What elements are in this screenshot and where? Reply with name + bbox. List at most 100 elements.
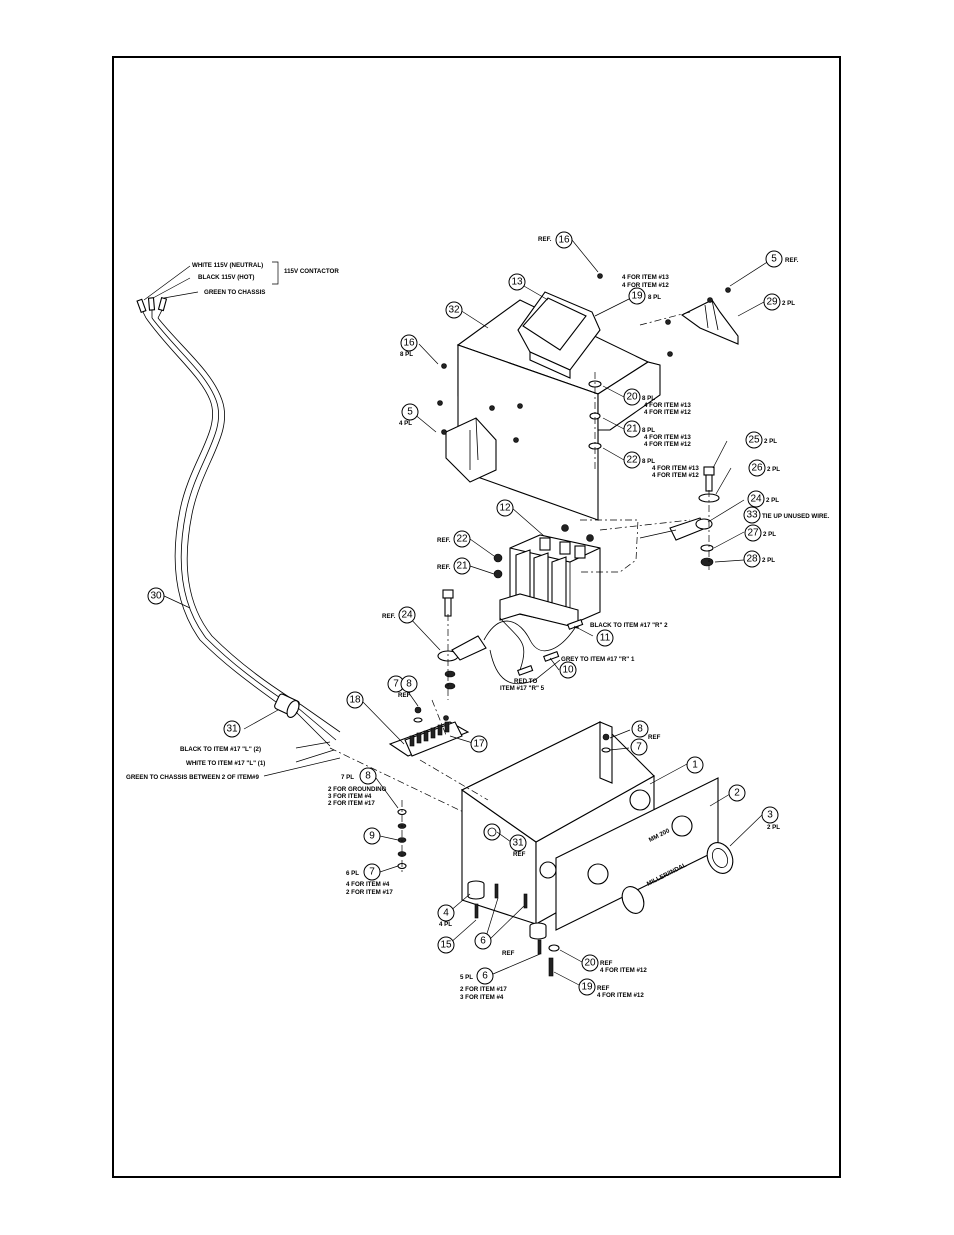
- ref-20-label: REF: [600, 960, 613, 967]
- pl-4-label: 4 PL: [439, 921, 452, 928]
- pl-20-label: 8 PL: [642, 395, 655, 402]
- ref-7-8-label: REF: [398, 692, 411, 699]
- pl-27-label: 2 PL: [763, 531, 776, 538]
- svg-text:16: 16: [558, 235, 570, 246]
- svg-text:28: 28: [746, 554, 758, 565]
- ref-21-label: REF.: [437, 564, 451, 571]
- balloon-32: 32: [445, 301, 463, 319]
- black-hot-label: BLACK 115V (HOT): [198, 274, 254, 281]
- svg-text:19: 19: [631, 291, 643, 302]
- balloon-24-right: 24: [747, 490, 765, 508]
- pl-8-c: 2 FOR ITEM #17: [328, 800, 375, 807]
- balloon-3: 3: [761, 806, 779, 824]
- pl-26-label: 2 PL: [767, 466, 780, 473]
- pl-25-label: 2 PL: [764, 438, 777, 445]
- pl-16-label: 8 PL: [400, 351, 413, 358]
- svg-text:19: 19: [581, 982, 593, 993]
- pl-20-b: 4 FOR ITEM #12: [644, 409, 691, 416]
- pl-24-label: 2 PL: [766, 497, 779, 504]
- ref-5-top-label: REF.: [785, 257, 799, 264]
- svg-text:24: 24: [750, 494, 762, 505]
- contactor-assembly: [437, 466, 720, 700]
- pl-6-label: 5 PL: [460, 974, 473, 981]
- balloon-21-top: 21: [623, 420, 641, 438]
- balloon-24-ref: 24: [398, 606, 416, 624]
- svg-text:20: 20: [584, 958, 596, 969]
- svg-text:6: 6: [482, 971, 488, 982]
- pl-28-label: 2 PL: [762, 557, 775, 564]
- balloon-11: 11: [596, 629, 614, 647]
- balloon-5-top: 5: [765, 250, 783, 268]
- svg-text:22: 22: [626, 455, 638, 466]
- svg-text:3: 3: [767, 810, 773, 821]
- balloon-18: 18: [346, 691, 364, 709]
- balloon-21-ref: 21: [453, 557, 471, 575]
- svg-text:8: 8: [365, 771, 371, 782]
- balloon-6-pl: 6: [476, 967, 494, 985]
- balloon-26: 26: [748, 459, 766, 477]
- pl-20-a: 4 FOR ITEM #13: [644, 402, 691, 409]
- balloon-25: 25: [745, 431, 763, 449]
- balloon-31-left: 31: [223, 720, 241, 738]
- balloon-31-ref: 31: [509, 834, 527, 852]
- pl-19-label: 8 PL: [648, 294, 661, 301]
- balloon-8-right: 8: [631, 720, 649, 738]
- svg-text:11: 11: [600, 633, 611, 644]
- balloon-15: 15: [437, 936, 455, 954]
- pl-6-a: 2 FOR ITEM #17: [460, 986, 507, 993]
- balloon-27: 27: [744, 524, 762, 542]
- pl-22-label: 8 PL: [642, 458, 655, 465]
- black-l2-label: BLACK TO ITEM #17 "L" (2): [180, 746, 261, 753]
- power-cord: [136, 265, 481, 821]
- pl-7-a: 4 FOR ITEM #4: [346, 881, 390, 888]
- svg-text:10: 10: [562, 665, 574, 676]
- cover-screws: [437, 273, 731, 443]
- balloon-22-top: 22: [623, 451, 641, 469]
- balloon-6-ref: 6: [474, 932, 492, 950]
- svg-text:32: 32: [448, 305, 460, 316]
- svg-text:33: 33: [746, 510, 758, 521]
- svg-text:31: 31: [226, 724, 238, 735]
- ref-22-label: REF.: [437, 537, 451, 544]
- balloon-16-top: 16: [555, 231, 573, 249]
- balloon-16-left: 16: [400, 334, 418, 352]
- svg-text:15: 15: [440, 940, 452, 951]
- pl-29-label: 2 PL: [782, 300, 795, 307]
- svg-text:6: 6: [480, 936, 486, 947]
- balloon-28: 28: [743, 550, 761, 568]
- pl-7-b: 2 FOR ITEM #17: [346, 889, 393, 896]
- white-l1-label: WHITE TO ITEM #17 "L" (1): [186, 760, 265, 767]
- balloon-19-top: 19: [628, 287, 646, 305]
- pl-3-label: 2 PL: [767, 824, 780, 831]
- green-chassis-label: GREEN TO CHASSIS: [204, 289, 265, 296]
- pl-21-label: 8 PL: [642, 427, 655, 434]
- base-chassis-assembly: MM 200 MILLER/INDAL: [388, 699, 734, 977]
- balloon-10: 10: [559, 661, 577, 679]
- white-neutral-label: WHITE 115V (NEUTRAL): [192, 262, 263, 269]
- balloon-2: 2: [728, 784, 746, 802]
- balloon-9: 9: [363, 827, 381, 845]
- svg-text:5: 5: [771, 254, 777, 265]
- svg-text:16: 16: [403, 338, 415, 349]
- items-13-12-a: 4 FOR ITEM #13: [622, 274, 669, 281]
- balloon-12: 12: [496, 499, 514, 517]
- svg-text:30: 30: [150, 591, 162, 602]
- pl-22-a: 4 FOR ITEM #13: [652, 465, 699, 472]
- balloon-4: 4: [437, 904, 455, 922]
- balloon-33: 33: [743, 506, 761, 524]
- green-between-label: GREEN TO CHASSIS BETWEEN 2 OF ITEM#9: [126, 774, 259, 781]
- svg-text:12: 12: [499, 503, 511, 514]
- contactor-label: 115V CONTACTOR: [284, 268, 339, 275]
- leader-lines: [161, 239, 773, 987]
- svg-text:29: 29: [766, 297, 778, 308]
- svg-text:2: 2: [734, 788, 740, 799]
- pl-8-a: 2 FOR GROUNDING: [328, 786, 387, 793]
- balloon-5-left: 5: [401, 403, 419, 421]
- svg-text:9: 9: [369, 831, 375, 842]
- svg-text:8: 8: [406, 679, 412, 690]
- svg-text:17: 17: [473, 739, 485, 750]
- svg-text:21: 21: [456, 561, 468, 572]
- ref-24-label: REF.: [382, 613, 396, 620]
- balloon-30: 30: [147, 587, 165, 605]
